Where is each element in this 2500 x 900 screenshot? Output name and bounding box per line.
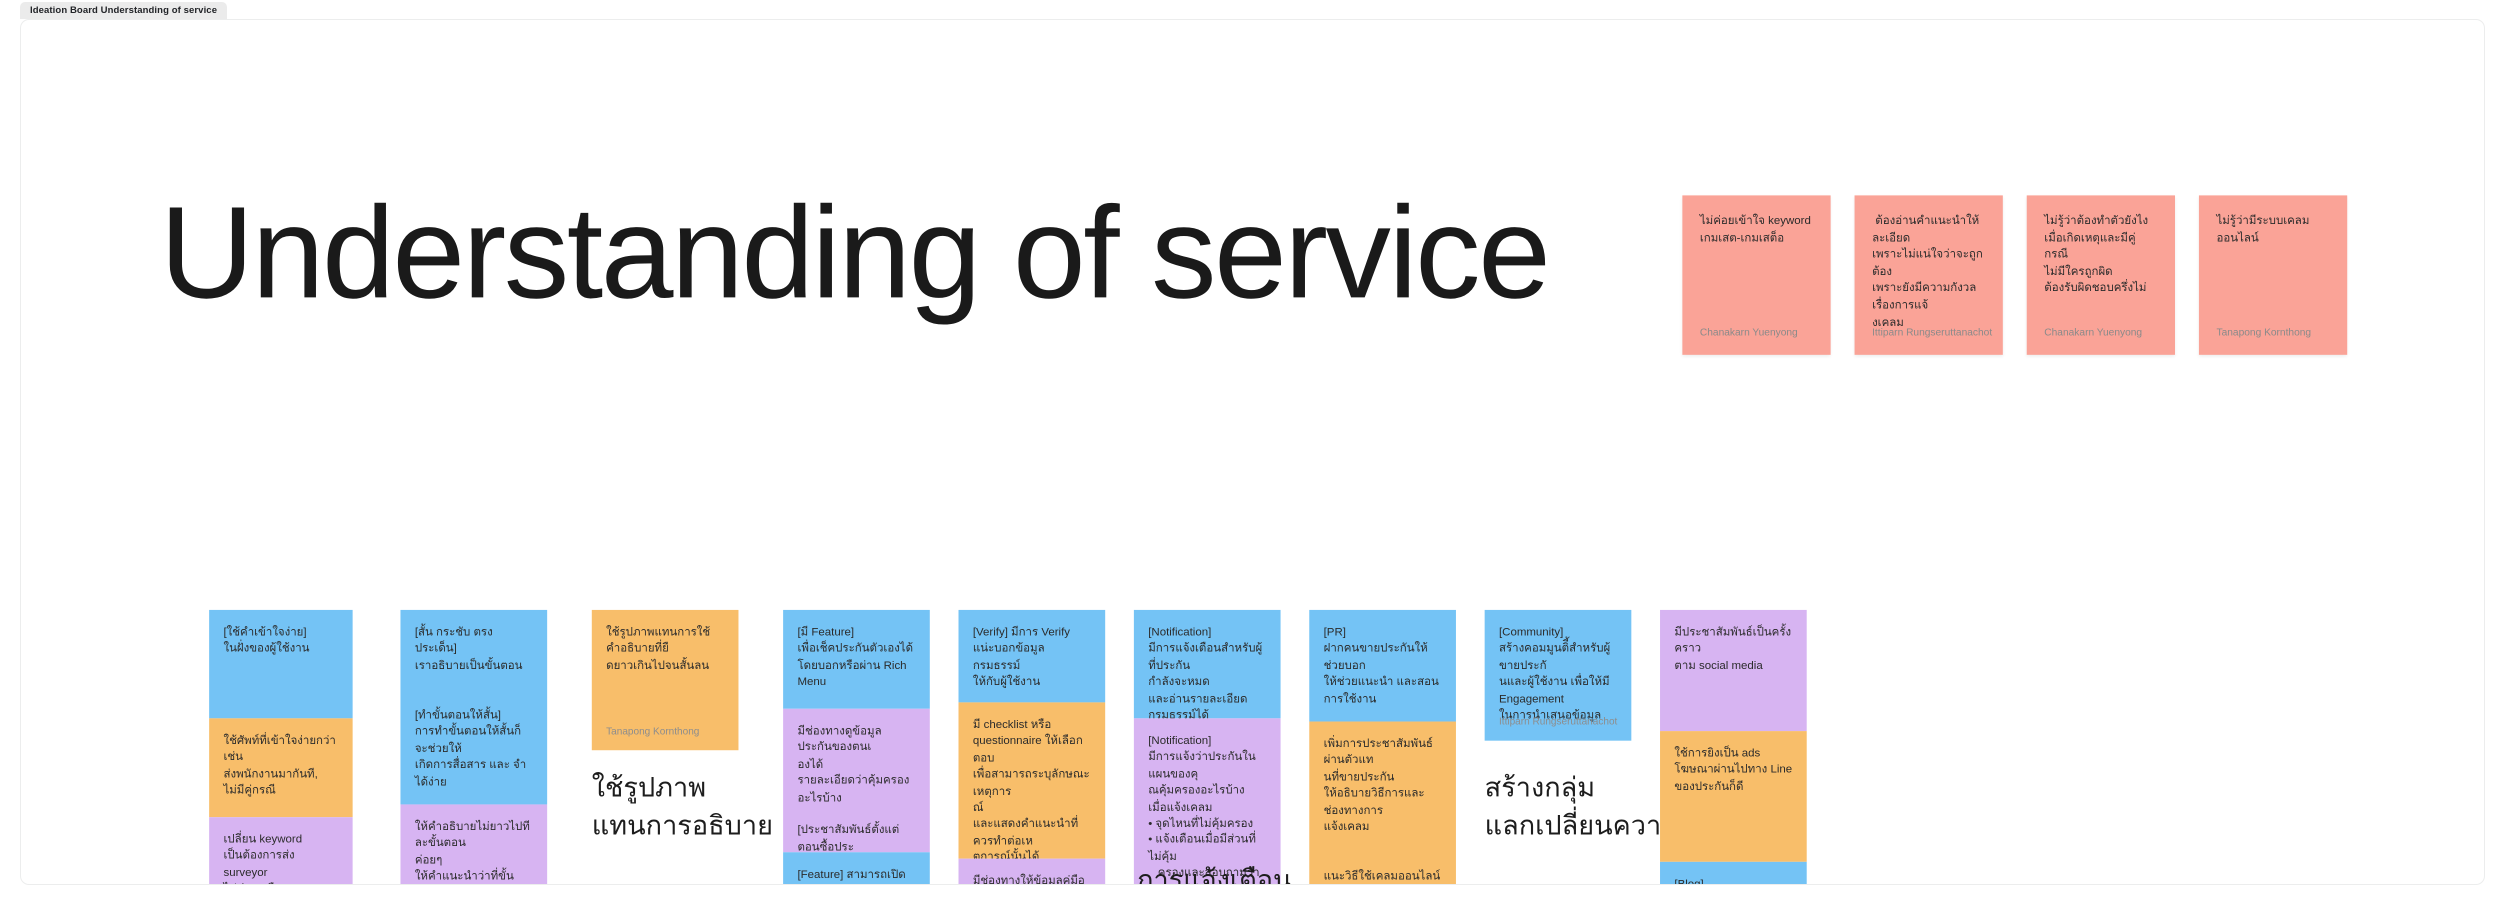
sticky-note-text: [ใช้คำเข้าใจง่าย] ในฝั่งของผู้ใช้งาน (223, 624, 310, 656)
sticky-note-text: [มี Feature] เพื่อเช็คประกันตัวเองได้ โด… (797, 624, 914, 689)
problem-note-text: ไม่รู้ว่ามีระบบเคลมออนไลน์ (2216, 212, 2310, 245)
sticky-note[interactable]: [มี Feature] เพื่อเช็คประกันตัวเองได้ โด… (783, 609, 930, 709)
sticky-note-text: ใช้การยิงเป็น ads โฆษณาผ่านไปทาง Line ขอ… (1674, 745, 1793, 793)
problem-note-author: Chanakarn Yuenyong (2044, 327, 2143, 339)
sticky-note-text: [Community] สร้างคอมมูนติี้สำหรับผู้ขายป… (1498, 624, 1611, 722)
sticky-note[interactable]: [Blog] มีการเขียนบทความและสอนการใ ช้บริก… (1660, 861, 1807, 885)
sticky-note[interactable]: เพิ่มการประชาสัมพันธ์ผ่านตัวแท นที่ขายปร… (1309, 721, 1456, 884)
sticky-note[interactable]: มีช่องทางดูข้อมูลประกันของตนเ องได้ รายล… (783, 708, 930, 853)
column-caption: ใช้รูปภาพ แทนการอธิบาย (591, 772, 773, 842)
problem-note-text: ไม่ค่อยเข้าใจ keyword เกมเสต-เกมเสต็อ (1699, 212, 1811, 245)
sticky-note-text: [Notification] มีการแจ้งว่าประกันในแผนขอ… (1148, 732, 1260, 884)
sticky-note[interactable]: มีช่องทางให้ข้อมูลคู่มือการปฏิบัติ ตัวเม… (958, 858, 1106, 885)
sticky-note-author: Ittiparn Rungseruttanachot (1498, 716, 1618, 728)
sticky-note[interactable]: มีประชาสัมพันธ์เป็นครั้งคราว ตาม social … (1660, 609, 1807, 732)
sticky-note[interactable]: [Notification] มีการแจ้งว่าประกันในแผนขอ… (1133, 718, 1281, 884)
sticky-note-text: [PR] ฝากคนขายประกันให้ช่วยบอก ให้ช่วยแนะ… (1323, 624, 1439, 705)
sticky-note-text: เพิ่มการประชาสัมพันธ์ผ่านตัวแท นที่ขายปร… (1323, 735, 1441, 883)
sticky-note-text: ใช้รูปภาพแทนการใช้คำอธิบายที่ยื ดยาวเกิน… (606, 624, 711, 672)
column-caption: การแจ้งเตือน (1137, 865, 1292, 885)
sticky-note[interactable]: [PR] ฝากคนขายประกันให้ช่วยบอก ให้ช่วยแนะ… (1309, 609, 1456, 722)
sticky-note[interactable]: [Verify] มีการ Verify แน่ะบอกข้อมูลกรมธร… (958, 609, 1106, 703)
sticky-note[interactable]: [Notification] มีการแจ้งเตือนสำหรับผู้ที… (1133, 609, 1281, 719)
problem-note-author: Tanapong Kornthong (2216, 327, 2312, 339)
sticky-note-text: ใช้ศัพท์ที่เข้าใจง่ายกว่า เช่น ส่งพนักงา… (223, 732, 336, 797)
problem-note-author: Chanakarn Yuenyong (1699, 327, 1798, 339)
sticky-note-text: มีประชาสัมพันธ์เป็นครั้งคราว ตาม social … (1674, 624, 1792, 672)
sticky-note[interactable]: มี checklist หรือ questionnaire ให้เลือก… (958, 702, 1106, 859)
sticky-note-text: มีช่องทางดูข้อมูลประกันของตนเ องได้ รายล… (797, 723, 910, 853)
sticky-note-author: Tanapong Kornthong (606, 726, 700, 738)
problem-note-author: Ittiparn Rungseruttanachot (1872, 327, 1993, 339)
problem-note-text: ต้องอ่านคำแนะนำให้ละเอียด เพราะไม่แน่ใจว… (1872, 212, 1983, 329)
sticky-note[interactable]: [Feature] สามารถเปิดหน้า Profile ตัวเองเ… (783, 852, 930, 884)
sticky-note-text: มี checklist หรือ questionnaire ให้เลือก… (972, 716, 1090, 859)
sticky-note-text: [Feature] สามารถเปิดหน้า Profile ตัวเองเ… (797, 866, 906, 884)
sticky-note-text: [Blog] มีการเขียนบทความและสอนการใ ช้บริก… (1674, 876, 1704, 885)
sticky-note[interactable]: ใช้การยิงเป็น ads โฆษณาผ่านไปทาง Line ขอ… (1660, 731, 1807, 862)
problem-note[interactable]: ไม่รู้ว่ามีระบบเคลมออนไลน์ Tanapong Kornt… (2198, 195, 2348, 355)
sticky-note-text: มีช่องทางให้ข้อมูลคู่มือการปฏิบัติ ตัวเม… (972, 872, 1085, 885)
sticky-note-text: [สั้น กระชับ ตรงประเด็น] เราอธิบายเป็นขั… (414, 624, 527, 788)
problem-note[interactable]: ต้องอ่านคำแนะนำให้ละเอียด เพราะไม่แน่ใจว… (1854, 195, 2003, 355)
column-caption: สร้างกลุ่ม แลกเปลี่ยนความรู้ (1484, 772, 1694, 842)
sticky-note-text: [Verify] มีการ Verify แน่ะบอกข้อมูลกรมธร… (972, 624, 1071, 689)
document-tab[interactable]: Ideation Board Understanding of service (20, 2, 228, 19)
board-canvas[interactable]: Understanding of service ไม่ค่อยเข้าใจ k… (20, 19, 2485, 885)
sticky-note[interactable]: ให้คำอธิบายไม่ยาวไปทีละขั้นตอน ค่อยๆ ให้… (400, 804, 548, 884)
sticky-note[interactable]: [Community] สร้างคอมมูนติี้สำหรับผู้ขายป… (1484, 609, 1632, 741)
sticky-note-text: ให้คำอธิบายไม่ยาวไปทีละขั้นตอน ค่อยๆ ให้… (414, 818, 530, 883)
sticky-note[interactable]: ใช้รูปภาพแทนการใช้คำอธิบายที่ยื ดยาวเกิน… (591, 609, 739, 751)
sticky-note[interactable]: เปลี่ยน keyword เป็นต้องการส่ง surveyor … (209, 817, 353, 884)
problem-note-text: ไม่รู้ว่าต้องทำตัวยังไง เมื่อเกิดเหตุและ… (2044, 212, 2149, 295)
sticky-note-text: เปลี่ยน keyword เป็นต้องการส่ง surveyor … (223, 831, 335, 884)
board-scale-wrapper: Understanding of service ไม่ค่อยเข้าใจ k… (21, 20, 2484, 885)
document-tab-label: Ideation Board Understanding of service (30, 5, 218, 16)
board-title: Understanding of service (159, 181, 1551, 327)
sticky-note[interactable]: [ใช้คำเข้าใจง่าย] ในฝั่งของผู้ใช้งาน (209, 609, 353, 719)
sticky-note[interactable]: ใช้ศัพท์ที่เข้าใจง่ายกว่า เช่น ส่งพนักงา… (209, 718, 353, 818)
problem-note[interactable]: ไม่รู้ว่าต้องทำตัวยังไง เมื่อเกิดเหตุและ… (2026, 195, 2176, 355)
sticky-note-text: [Notification] มีการแจ้งเตือนสำหรับผู้ที… (1148, 624, 1263, 719)
sticky-note[interactable]: [สั้น กระชับ ตรงประเด็น] เราอธิบายเป็นขั… (400, 609, 548, 805)
problem-note[interactable]: ไม่ค่อยเข้าใจ keyword เกมเสต-เกมเสต็อ Cha… (1682, 195, 1831, 355)
